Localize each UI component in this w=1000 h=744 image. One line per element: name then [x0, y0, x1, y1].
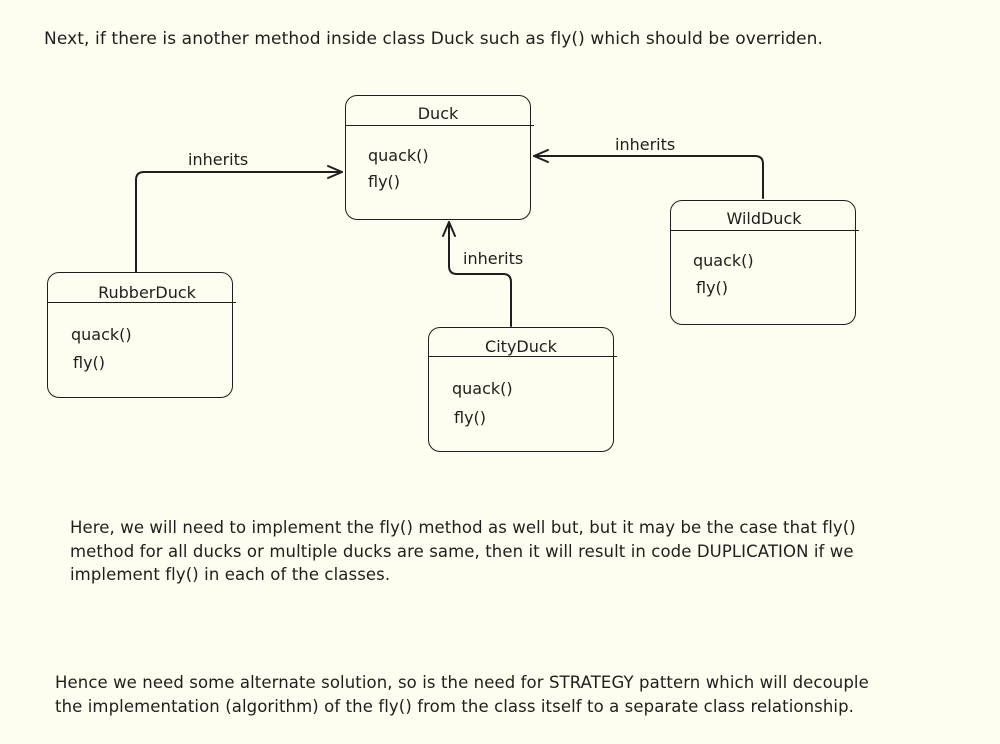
- arrowhead-icon: [442, 221, 456, 237]
- class-method: fly(): [454, 408, 487, 427]
- edge-rubberduck-to-duck: [135, 171, 343, 273]
- class-name: Duck: [417, 104, 459, 123]
- class-divider: [48, 302, 236, 303]
- class-method: fly(): [368, 172, 401, 191]
- class-box-rubberduck[interactable]: RubberDuck quack() fly(): [47, 272, 236, 398]
- conclusion-paragraph: Hence we need some alternate solution, s…: [55, 673, 869, 716]
- class-divider: [346, 125, 534, 126]
- class-name: WildDuck: [726, 209, 802, 228]
- class-method: quack(): [693, 251, 754, 270]
- intro-text: Next, if there is another method inside …: [44, 29, 824, 49]
- class-name: RubberDuck: [98, 283, 196, 302]
- class-box-wildduck[interactable]: WildDuck quack() fly(): [670, 200, 859, 325]
- class-name: CityDuck: [485, 337, 557, 356]
- class-divider: [429, 356, 617, 357]
- class-method: quack(): [452, 379, 513, 398]
- class-method: fly(): [73, 353, 106, 372]
- class-method: quack(): [71, 325, 132, 344]
- class-divider: [671, 230, 859, 231]
- edge-wildduck-to-duck: [533, 155, 764, 199]
- edge-label-wildduck: inherits: [615, 135, 676, 154]
- arrowhead-icon: [327, 165, 343, 179]
- class-method: fly(): [696, 278, 729, 297]
- class-box-duck[interactable]: Duck quack() fly(): [345, 95, 534, 220]
- class-box-cityduck[interactable]: CityDuck quack() fly(): [428, 327, 617, 452]
- edge-label-rubberduck: inherits: [188, 150, 249, 169]
- class-method: quack(): [368, 146, 429, 165]
- edge-cityduck-to-duck: [448, 221, 512, 327]
- edge-label-cityduck: inherits: [463, 249, 524, 268]
- arrowhead-icon: [533, 149, 549, 163]
- explanation-paragraph: Here, we will need to implement the fly(…: [70, 518, 856, 584]
